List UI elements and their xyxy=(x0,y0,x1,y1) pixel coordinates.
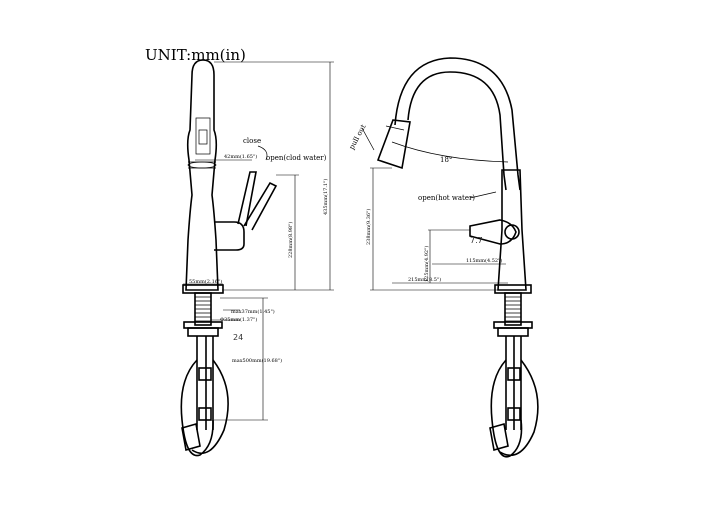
pull-out-arrow xyxy=(361,127,375,151)
left-dimensions: 435mm(17.1") 228mm(8.98") 42mm(1.65") cl… xyxy=(183,61,334,421)
right-faucet-view xyxy=(376,57,539,458)
dim-total-height: 435mm(17.1") xyxy=(322,179,329,215)
right-dimensions: pull out 18° open(hot water) 238mm(9.36"… xyxy=(348,123,509,291)
left-faucet-view xyxy=(180,59,278,457)
right-fitting-bottom xyxy=(507,407,521,421)
dim-spray-head: 42mm(1.65") xyxy=(224,153,257,160)
open-cold-label: open(clod water) xyxy=(266,154,327,162)
open-hot-arrow xyxy=(469,191,497,199)
left-spray-rings xyxy=(188,161,216,169)
left-base xyxy=(182,284,224,294)
dim-handle-height: 228mm(8.98") xyxy=(287,222,294,258)
open-hot-label: open(hot water) xyxy=(418,194,475,202)
dim-base-width: 55mm(2.16") xyxy=(189,278,222,285)
dim-counter-max: max37mm(1.45") xyxy=(231,308,275,315)
unit-title: UNIT:mm(in) xyxy=(145,46,246,64)
close-arrow xyxy=(257,145,268,161)
label-24: 24 xyxy=(233,333,243,342)
right-spray-head xyxy=(376,119,411,170)
pull-out-label: pull out xyxy=(348,123,368,151)
right-spout-outer xyxy=(394,57,521,191)
angle-arc xyxy=(391,141,509,163)
right-handle-cap xyxy=(504,224,520,240)
left-lever xyxy=(237,171,257,227)
left-spray-button xyxy=(198,129,208,145)
right-hose-loop xyxy=(490,359,539,458)
right-spray-detail xyxy=(385,125,405,131)
right-weight xyxy=(489,422,509,452)
dim-handle-reach: 115mm(4.52") xyxy=(466,257,502,264)
angle-label: 18° xyxy=(440,156,452,164)
left-fitting-top xyxy=(198,367,212,381)
dim-hole: Φ35mm(1.37") xyxy=(220,316,257,323)
dim-hose: max500mm(19.68") xyxy=(232,357,282,364)
right-spout-inner xyxy=(407,71,507,191)
left-hose-loop xyxy=(180,359,229,457)
right-shank-threads xyxy=(505,296,521,322)
left-supply-lines xyxy=(196,336,214,430)
left-handle xyxy=(214,221,245,251)
right-supply-lines xyxy=(505,336,522,430)
dim-reach: 215mm(8.5") xyxy=(408,276,441,283)
left-spray-face xyxy=(187,161,217,169)
left-lever-open xyxy=(243,181,278,231)
right-handle xyxy=(469,219,517,245)
left-shank-threads xyxy=(195,296,211,322)
left-faucet-body xyxy=(185,59,219,291)
dim-spout-height: 238mm(9.36") xyxy=(365,209,372,245)
left-spray-head xyxy=(195,117,211,155)
right-fitting-top xyxy=(507,367,521,381)
dim-handle-h: 125mm(4.92") xyxy=(423,246,430,282)
label-77: 7.7 xyxy=(470,236,483,245)
left-fitting-bottom xyxy=(198,407,212,421)
left-washer xyxy=(187,327,219,337)
right-washer xyxy=(497,327,529,337)
close-label: close xyxy=(243,137,261,145)
right-body xyxy=(497,169,527,291)
left-weight xyxy=(181,422,201,452)
